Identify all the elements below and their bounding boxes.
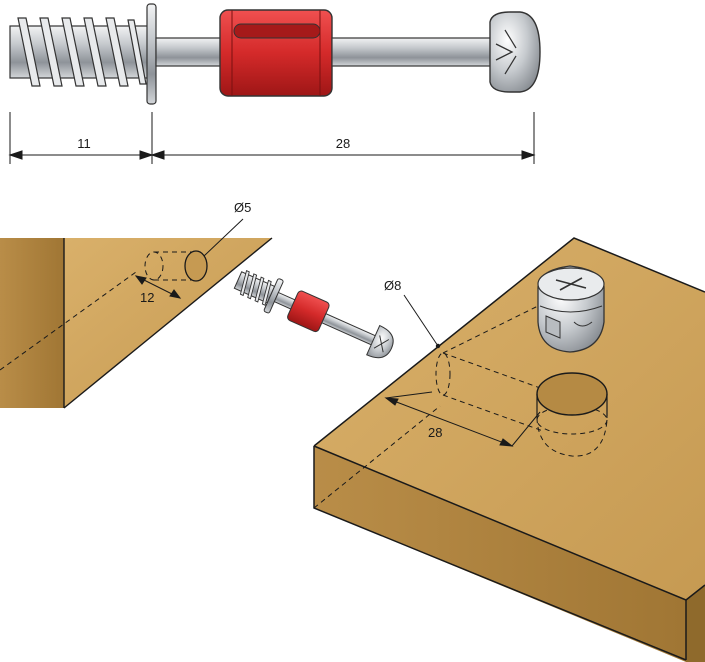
dim-bolt-hole-length: 28 [428,425,442,440]
wood-post-left [0,237,273,409]
left-hidden-lines [0,251,196,371]
panel-top-face [314,238,705,600]
panel-side-face [686,585,705,662]
dim-thread-length: 11 [77,136,91,151]
bolt-red-sleeve [219,9,333,97]
dim-small-hole-diameter: Ø5 [234,200,251,215]
top-dimensions [8,112,536,164]
bolt-flange [146,3,157,105]
panel-front-face [314,446,686,662]
bolt-thread-ridges [17,17,147,87]
hole-small-opening [184,250,208,282]
bolt-large [9,3,541,105]
dim-hole-length-lines [384,391,541,447]
bolt-head [489,11,541,93]
bolt-shaft-right [331,37,493,67]
bolt-shaft-left [155,37,223,67]
cam-fitting [537,265,605,353]
dim-bolt-hole-diameter: Ø8 [384,278,401,293]
dim-depth-lines [134,275,182,299]
dim-small-hole-depth: 12 [140,290,154,305]
wood-panel-right [313,237,705,662]
cam-recess [536,372,608,416]
dim-shaft-length: 28 [336,136,350,151]
bolt-small [233,270,394,359]
